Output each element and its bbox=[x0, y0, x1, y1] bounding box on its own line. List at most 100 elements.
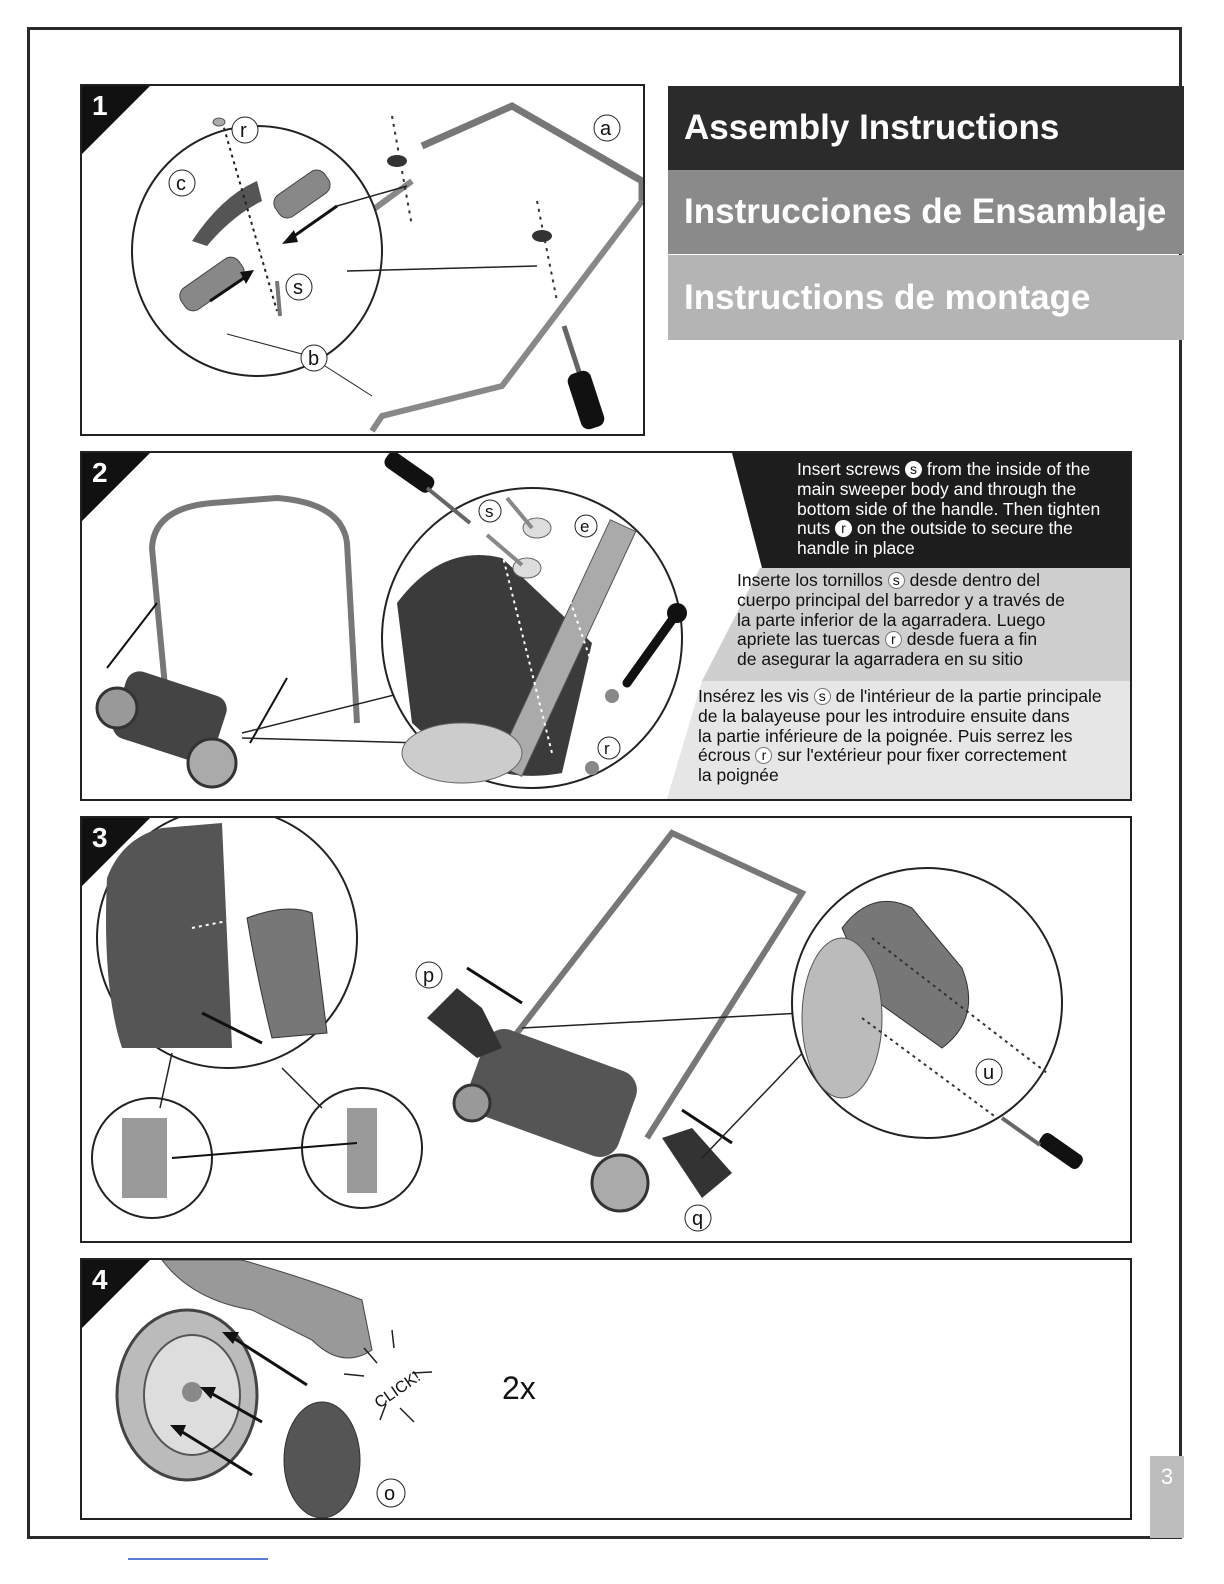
footer-line bbox=[128, 1558, 268, 1560]
tube-upper bbox=[273, 169, 331, 219]
step-4-panel: CLICK! 2x o 4 bbox=[80, 1258, 1132, 1520]
sweeper-wheel bbox=[590, 1153, 650, 1213]
arrow-q bbox=[681, 1108, 733, 1145]
label-s-circle bbox=[285, 273, 313, 301]
french-line-5: la poignée bbox=[698, 765, 779, 786]
right-detail-wheel bbox=[801, 937, 883, 1099]
step-3-number: 3 bbox=[92, 822, 108, 853]
callout-line-right-2 bbox=[701, 1042, 813, 1159]
french-line-3: la partie inférieure de la poignée. Puis… bbox=[698, 725, 1073, 746]
label-p-circle bbox=[415, 961, 443, 989]
step-4-badge bbox=[82, 1260, 150, 1328]
step-1-number: 1 bbox=[92, 90, 108, 121]
arrow-2-head bbox=[200, 1387, 216, 1399]
screw-s bbox=[275, 280, 282, 317]
callout-english: Insert screws s from the inside of the m… bbox=[797, 459, 1127, 559]
screwdriver-handle bbox=[1039, 1133, 1083, 1169]
step-2-badge bbox=[82, 453, 150, 521]
title-english: Assembly Instructions bbox=[668, 86, 1184, 170]
french-line-2: de la balayeuse pour les introduire ensu… bbox=[698, 705, 1070, 726]
label-c: c bbox=[176, 173, 186, 195]
arrow-lower-head bbox=[240, 270, 254, 284]
callout-line-2 bbox=[241, 737, 423, 744]
zoom-right-part bbox=[347, 1108, 377, 1193]
english-line-4: nuts r on the outside to secure the bbox=[797, 518, 1073, 539]
callout-line-2 bbox=[346, 265, 538, 272]
step-4-illustration: CLICK! 2x o bbox=[115, 1260, 536, 1518]
english-line-1: Insert screws s from the inside of the bbox=[797, 459, 1091, 479]
arrow-upper-head bbox=[282, 230, 298, 244]
step-3-panel: p q u 3 bbox=[80, 816, 1132, 1243]
english-text-bg bbox=[732, 453, 1130, 568]
callout-french: Insérez les vis s de l'intérieur de la p… bbox=[698, 686, 1128, 786]
step-2-panel: s e r 2 Insert screws s from the inside … bbox=[80, 451, 1132, 801]
label-p: p bbox=[423, 965, 434, 987]
arrow-1 bbox=[231, 1335, 308, 1387]
label-e-circle bbox=[574, 514, 598, 538]
step-2-illustration: s e r bbox=[95, 453, 1130, 799]
label-o: o bbox=[384, 1483, 395, 1505]
sweeper-wheel-back bbox=[452, 1083, 492, 1123]
spanish-line-4: apriete las tuercas r desde fuera a fin bbox=[737, 629, 1038, 650]
sweeper-wheel-right bbox=[186, 737, 238, 789]
nut-r bbox=[212, 117, 226, 127]
callout-line-right-1 bbox=[521, 1012, 803, 1029]
zoom-leader-right bbox=[281, 1067, 323, 1109]
arrow-p bbox=[466, 966, 523, 1005]
right-detail-guide-2 bbox=[861, 1017, 998, 1119]
callout-line-1 bbox=[336, 185, 408, 207]
label-r: r bbox=[604, 739, 610, 758]
french-line-1: Insérez les vis s de l'intérieur de la p… bbox=[698, 686, 1102, 706]
screw-s-badge: s bbox=[904, 461, 922, 478]
label-b-circle bbox=[300, 344, 328, 372]
arrow-3-head bbox=[170, 1425, 186, 1437]
detail-wheel bbox=[401, 722, 523, 784]
wrench bbox=[622, 608, 682, 688]
step-1-panel: a r c s b 1 bbox=[80, 84, 645, 436]
screw-axis-1 bbox=[391, 115, 413, 227]
french-text-bg bbox=[667, 681, 1130, 799]
screwdriver-handle bbox=[384, 453, 435, 493]
english-line-3: bottom side of the handle. Then tighten bbox=[797, 498, 1101, 519]
label-q: q bbox=[692, 1208, 703, 1230]
left-detail-bracket bbox=[246, 908, 328, 1039]
click-text: CLICK! bbox=[372, 1369, 424, 1413]
label-b: b bbox=[308, 348, 319, 370]
zoom-left-part bbox=[122, 1118, 167, 1198]
handle-frame-right bbox=[369, 199, 643, 433]
sweeper-handle bbox=[479, 829, 807, 1140]
step-3-illustration: p q u bbox=[91, 818, 1083, 1232]
sweeper-handle bbox=[148, 494, 360, 724]
english-line-2: main sweeper body and through the bbox=[797, 478, 1077, 499]
nut-r-badge: r bbox=[884, 631, 902, 649]
screw-s-1 bbox=[505, 496, 534, 530]
zoom-leader-left bbox=[159, 1052, 173, 1109]
label-b-leader-1 bbox=[226, 333, 303, 355]
nut-1 bbox=[387, 155, 407, 167]
label-q-circle bbox=[684, 1204, 712, 1232]
spanish-line-5: de asegurar la agarradera en su sitio bbox=[737, 649, 1024, 670]
label-b-leader-2 bbox=[324, 365, 373, 397]
french-line-4: écrous r sur l'extérieur pour fixer corr… bbox=[698, 745, 1067, 766]
screwdriver-handle bbox=[567, 370, 605, 430]
arrow-right bbox=[249, 677, 288, 744]
label-s: s bbox=[293, 277, 303, 299]
label-r-circle bbox=[597, 736, 621, 760]
screw-axis-2 bbox=[536, 200, 558, 302]
axle bbox=[182, 1382, 202, 1402]
spanish-line-2: cuerpo principal del barredor y a través… bbox=[737, 589, 1065, 610]
page-number: 3 bbox=[1160, 1464, 1174, 1489]
hub-cap-o bbox=[283, 1401, 361, 1518]
quantity-text: 2x bbox=[502, 1370, 536, 1406]
sweeper-wheel-left bbox=[95, 686, 139, 730]
nut-r-badge: r bbox=[755, 747, 773, 765]
label-a-circle bbox=[593, 114, 621, 142]
screwdriver-shaft bbox=[425, 486, 472, 525]
label-r-circle bbox=[231, 116, 259, 144]
detail-circle bbox=[131, 125, 383, 377]
label-s-circle bbox=[478, 499, 502, 523]
part-q bbox=[662, 1128, 732, 1198]
nut-lower bbox=[585, 761, 599, 775]
arrow-left bbox=[106, 602, 158, 669]
step-1-illustration: a r c s b bbox=[131, 102, 643, 433]
